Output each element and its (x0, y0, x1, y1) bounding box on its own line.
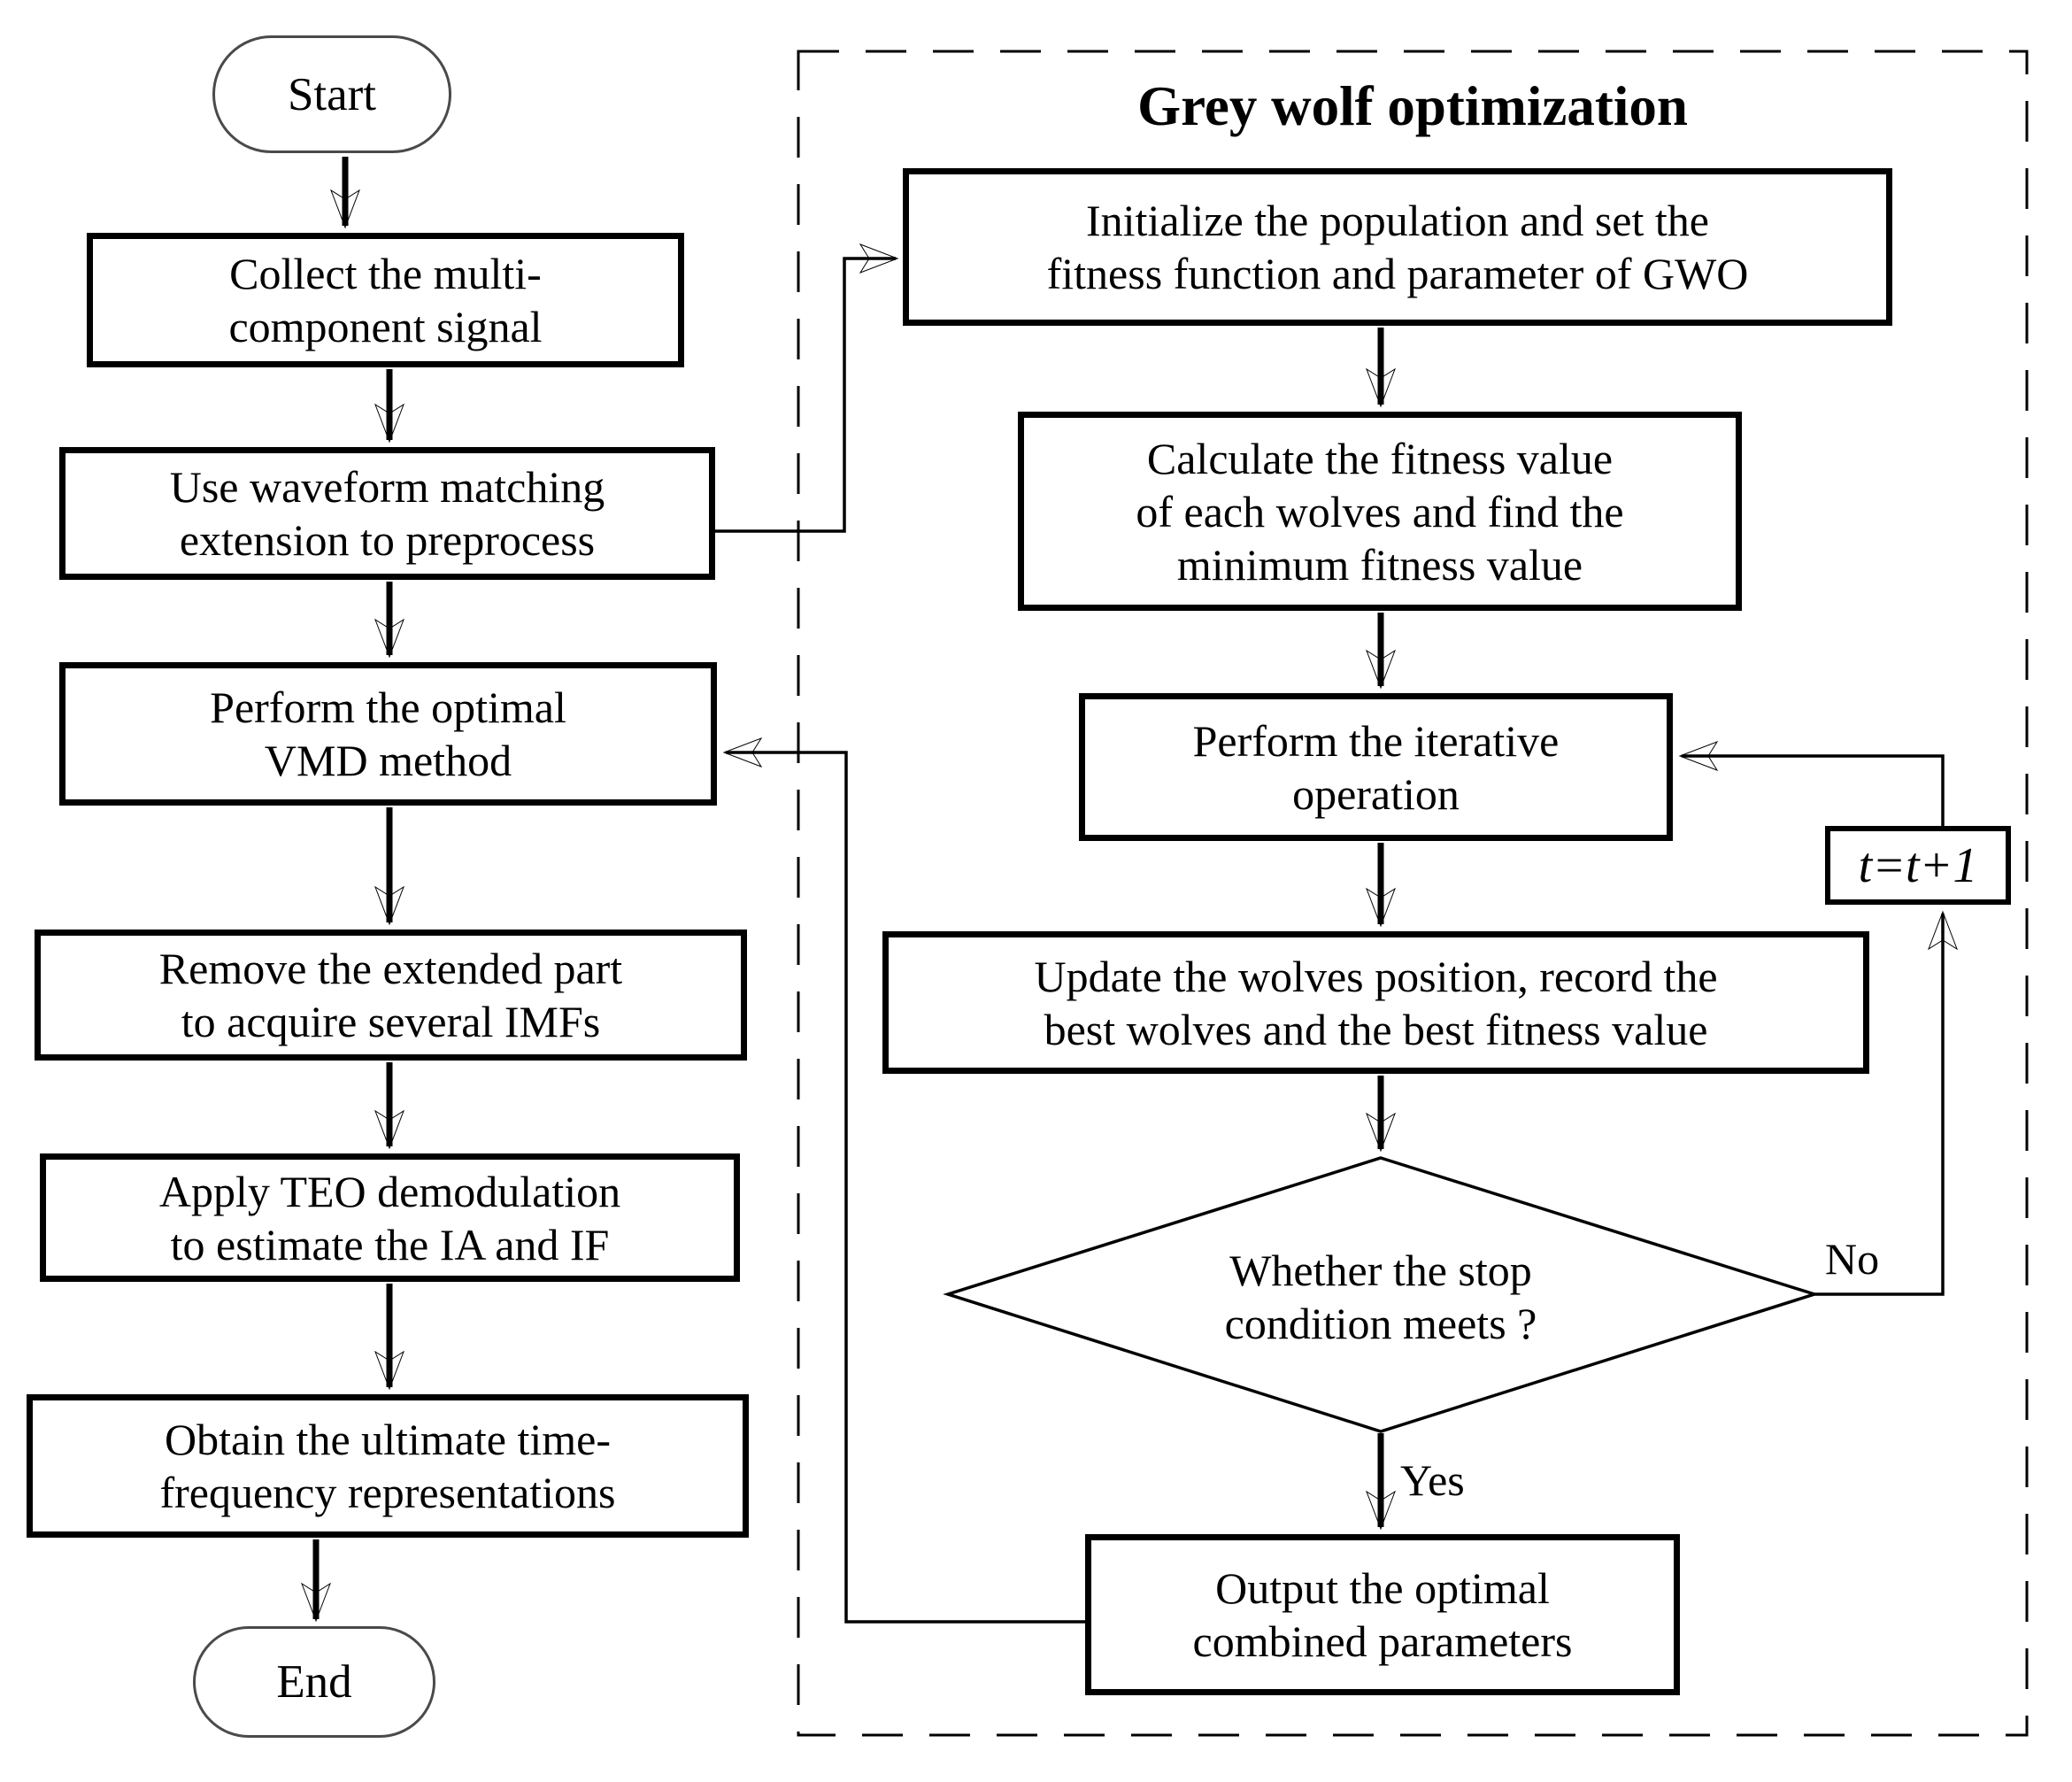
process-calculate-fitness: Calculate the fitness value of each wolv… (1018, 412, 1742, 611)
decision-label: Whether the stop condition meets ? (1224, 1246, 1537, 1348)
process-optimal-vmd: Perform the optimal VMD method (59, 662, 717, 806)
counter-increment-box: t=t+1 (1825, 826, 2011, 905)
connector-output-to-vmd (722, 737, 1085, 1624)
gwo-dashed-container (797, 50, 2029, 1737)
connector-waveform-to-initialize (715, 243, 899, 533)
process-obtain-tfr: Obtain the ultimate time- frequency repr… (27, 1394, 749, 1538)
process-waveform-matching: Use waveform matching extension to prepr… (59, 447, 715, 580)
gwo-section-title: Grey wolf optimization (1137, 75, 1688, 137)
no-branch-label: No (1825, 1234, 1880, 1284)
yes-branch-label: Yes (1400, 1455, 1465, 1505)
process-teo-demodulation: Apply TEO demodulation to estimate the I… (40, 1153, 740, 1282)
process-iterative-operation: Perform the iterative operation (1079, 693, 1673, 841)
process-update-wolves: Update the wolves position, record the b… (882, 931, 1869, 1074)
end-terminal: End (193, 1626, 435, 1738)
process-initialize-population: Initialize the population and set the fi… (903, 168, 1892, 326)
connector-decision-no-to-counter (1814, 910, 1958, 1296)
decision-diamond (943, 1156, 1820, 1433)
process-remove-extended-part: Remove the extended part to acquire seve… (35, 930, 747, 1061)
process-collect-signal: Collect the multi- component signal (87, 233, 684, 367)
process-output-parameters: Output the optimal combined parameters (1085, 1534, 1680, 1695)
start-terminal: Start (212, 35, 451, 153)
connector-counter-to-iterate (1678, 741, 1945, 826)
